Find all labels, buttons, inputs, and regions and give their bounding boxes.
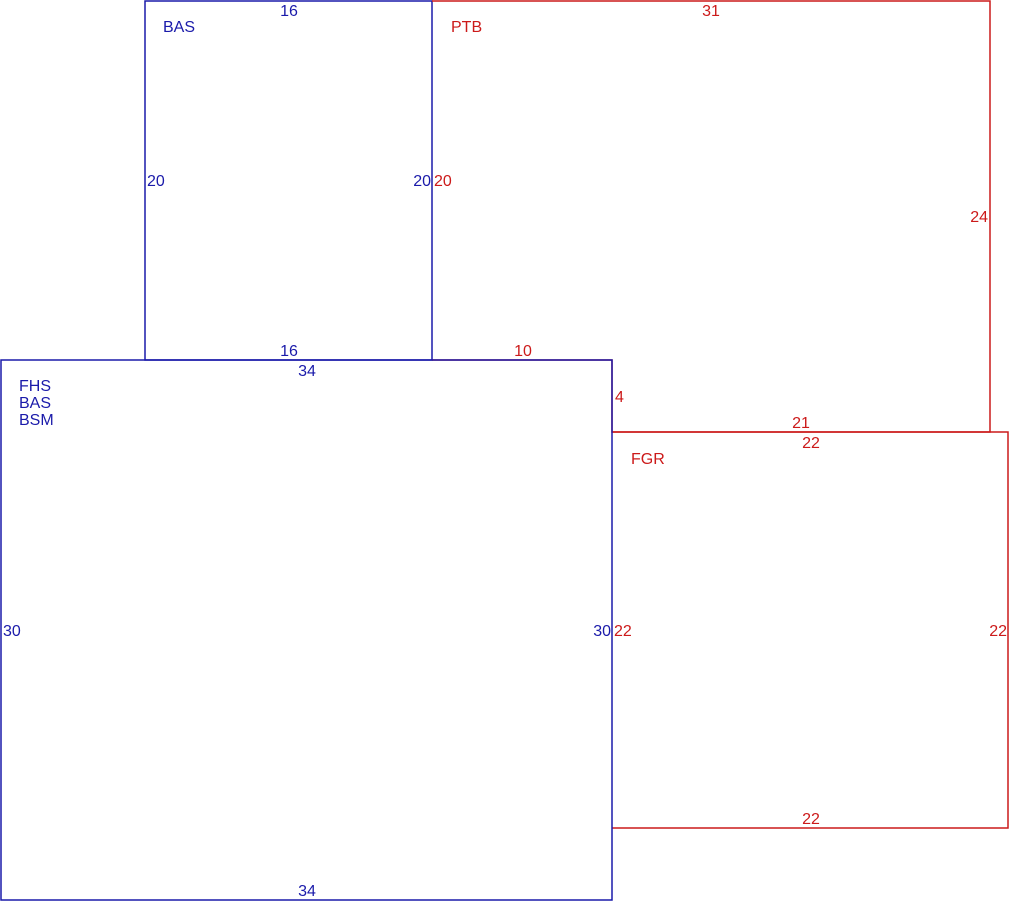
bas-upper-name: BAS [163,19,195,36]
ptb-bottom-dim: 10 [514,343,532,360]
ptb-top-dim: 31 [702,3,720,20]
bas-upper-top-dim: 16 [280,3,298,20]
fgr-left-dim: 22 [614,623,632,640]
main-left-dim: 30 [3,623,21,640]
bas-upper-outline [144,0,433,361]
bas-upper-left-dim: 20 [147,173,165,190]
main-top-dim: 34 [298,363,316,380]
ptb-step-dim: 4 [615,389,624,406]
main-area-label-3: BSM [19,412,54,429]
main-right-dim: 30 [593,623,611,640]
ptb-name: PTB [451,19,482,36]
fgr-name: FGR [631,451,665,468]
main-area-label-2: BAS [19,395,51,412]
fgr-right-dim: 22 [989,623,1007,640]
ptb-bottom-right-dim: 21 [792,415,810,432]
ptb-outline [432,0,991,433]
ptb-left-dim: 20 [434,173,452,190]
fgr-top-dim: 22 [802,435,820,452]
bas-upper-bottom-dim: 16 [280,343,298,360]
main-bottom-dim: 34 [298,883,316,900]
ptb-right-dim: 24 [970,209,988,226]
fgr-outline [612,431,1009,829]
bas-upper-right-dim: 20 [413,173,431,190]
main-area-outline [0,359,613,901]
main-area-label-1: FHS [19,378,51,395]
fgr-bottom-dim: 22 [802,811,820,828]
